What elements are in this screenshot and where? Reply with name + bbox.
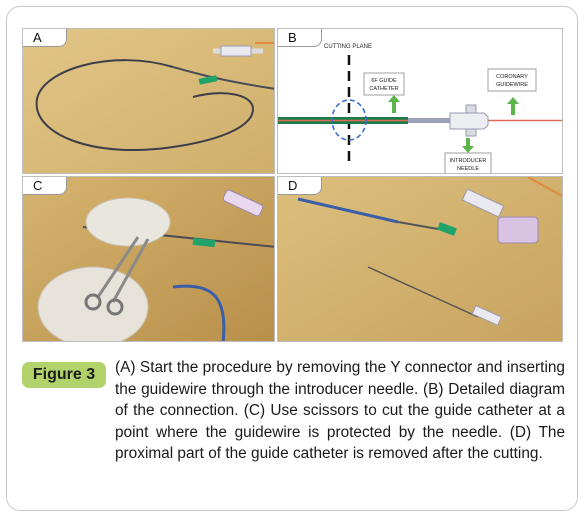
svg-text:CORONARY: CORONARY [496,74,528,80]
needle-hub [449,112,489,130]
panel-a-label: A [23,29,67,47]
svg-text:6F GUIDE: 6F GUIDE [371,78,397,84]
gloved-hand [37,266,149,341]
coronary-guidewire-box [487,68,537,92]
gloved-hand [85,197,171,247]
arrow-up-icon [388,95,400,113]
cutting-plane-label: CUTTING PLANE [324,44,372,50]
svg-text:CATHETER: CATHETER [369,86,398,92]
connection-diagram: CUTTING PLANE 6F GUIDE CATHETER CORONARY… [278,44,562,173]
panel-a-illustration [23,29,274,173]
panel-d-illustration [278,177,562,341]
green-hub [198,75,218,85]
guide-catheter-box [363,72,405,96]
svg-text:NEEDLE: NEEDLE [457,166,479,172]
cutting-zone-circle [331,99,367,141]
arrow-down-icon [462,138,474,153]
panel-c-illustration [23,177,274,341]
panel-b-label: B [278,29,322,47]
panel-d-label: D [278,177,322,195]
panel-a-photo: A [22,28,275,174]
arrow-up-icon [507,97,519,115]
svg-text:INTRODUCER: INTRODUCER [450,158,487,164]
panel-d-photo: D [277,176,563,342]
panel-b-diagram: CUTTING PLANE 6F GUIDE CATHETER CORONARY… [277,28,563,174]
figure-label: Figure 3 [22,362,106,388]
introducer-needle-box [444,152,492,173]
svg-text:GUIDEWIRE: GUIDEWIRE [496,82,528,88]
panel-c-label: C [23,177,67,195]
green-hub [437,222,457,236]
green-hub [192,237,216,248]
figure-caption: (A) Start the procedure by removing the … [115,359,565,463]
panel-c-photo: C [22,176,275,342]
scissors-icon [96,236,150,303]
needle-shaft [408,118,450,123]
